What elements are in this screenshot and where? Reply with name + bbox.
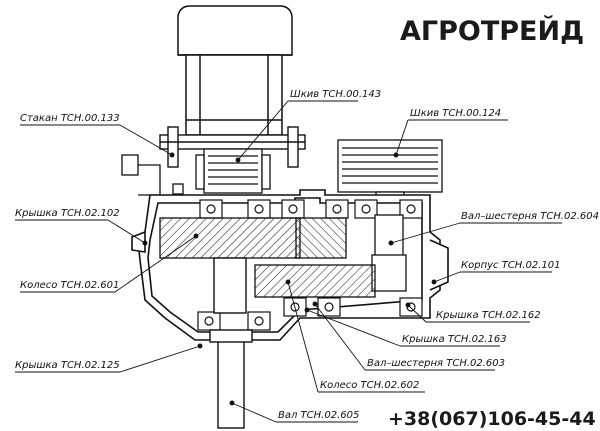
label-shkiv-143: Шкив ТСН.00.143 <box>290 89 381 100</box>
bottom-bearings <box>197 297 423 331</box>
label-koleso-601: Колесо ТСН.02.601 <box>20 280 119 291</box>
brand-logo-text: АГРОТРЕЙД <box>400 15 584 47</box>
output-shaft <box>209 257 253 429</box>
label-kryshka-102: Крышка ТСН.02.102 <box>15 208 120 219</box>
label-shkiv-124: Шкив ТСН.00.124 <box>410 108 501 119</box>
label-korpus-101: Корпус ТСН.02.101 <box>461 260 560 271</box>
lower-gear-wheel <box>254 264 376 298</box>
leader-lines <box>15 100 562 423</box>
upper-gear-wheel <box>159 217 347 259</box>
electric-motor <box>177 5 293 136</box>
label-kryshka-125: Крышка ТСН.02.125 <box>15 360 120 371</box>
brand-phone: +38(067)106-45-44 <box>388 408 596 430</box>
label-koleso-602: Колесо ТСН.02.602 <box>320 380 419 391</box>
label-val-605: Вал ТСН.02.605 <box>278 410 359 421</box>
pinion-shaft-604 <box>371 214 407 292</box>
large-pulley <box>337 139 443 203</box>
label-kryshka-163: Крышка ТСН.02.163 <box>402 334 507 345</box>
label-stakan: Стакан ТСН.00.133 <box>20 113 120 124</box>
top-bearings <box>199 199 423 219</box>
label-kryshka-162: Крышка ТСН.02.162 <box>436 310 541 321</box>
label-val-shesternya-603: Вал–шестерня ТСН.02.603 <box>367 358 505 369</box>
tensioner-arm <box>121 154 184 196</box>
label-val-shesternya-604: Вал–шестерня ТСН.02.604 <box>461 211 599 222</box>
small-pulley <box>195 148 271 194</box>
